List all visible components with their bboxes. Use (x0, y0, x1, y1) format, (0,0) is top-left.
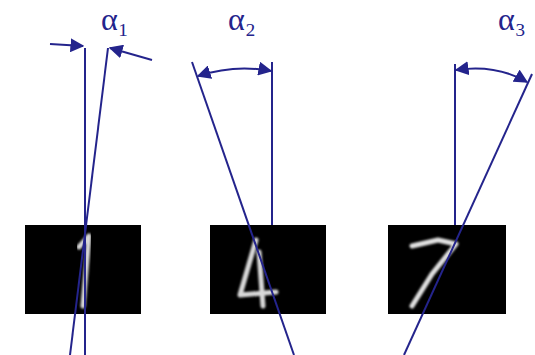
angle-arrow (50, 44, 83, 46)
angle-construction (50, 44, 152, 355)
angle-arc (456, 69, 527, 83)
digit-stroke (412, 240, 456, 306)
angle-label: α₃ (498, 2, 526, 37)
angle-label: α₂ (228, 2, 256, 37)
angle-arc (198, 68, 271, 76)
vertical-reference (84, 48, 86, 355)
digit-image (388, 225, 506, 314)
angle-arrow (110, 48, 152, 60)
digit-image (25, 225, 141, 314)
vertical-reference (454, 64, 456, 225)
image-frame (210, 225, 326, 314)
angle-construction (192, 62, 294, 355)
angle-label: α₁ (101, 2, 129, 37)
digit-image (210, 225, 326, 314)
slant-line (70, 48, 108, 355)
image-frame (388, 225, 506, 314)
image-frame (25, 225, 141, 314)
slant-line (192, 62, 294, 355)
angle-construction (404, 64, 532, 355)
slant-line (404, 74, 532, 355)
vertical-reference (271, 62, 273, 225)
